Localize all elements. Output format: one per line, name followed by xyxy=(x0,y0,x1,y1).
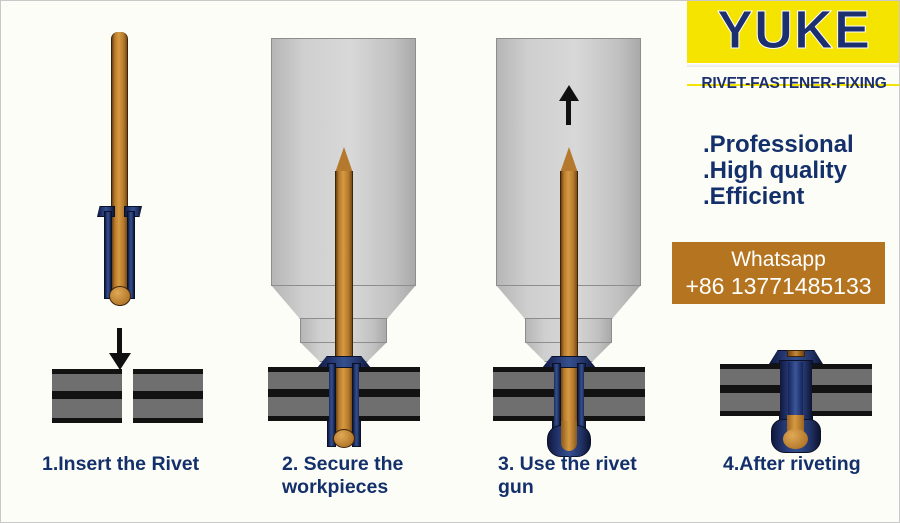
mandrel-tip-icon xyxy=(335,147,353,173)
workpiece-plate-right-lower xyxy=(812,388,872,416)
workpiece-plate-left-upper xyxy=(52,369,122,396)
mandrel-bulb xyxy=(333,429,355,448)
step-2-caption: 2. Secure the workpieces xyxy=(282,453,404,498)
workpiece-plate-left-upper xyxy=(268,367,329,394)
arrow-down-icon-head xyxy=(109,353,131,370)
workpiece-plate-left-lower xyxy=(493,392,554,421)
whatsapp-number: +86 13771485133 xyxy=(685,273,872,299)
rivet-body-left-wall xyxy=(104,211,112,299)
whatsapp-contact-box[interactable]: Whatsapp +86 13771485133 xyxy=(672,242,885,304)
rivet-mandrel-shaft xyxy=(335,171,353,438)
rivet-body-right-wall xyxy=(127,211,135,299)
mandrel-stub-top xyxy=(787,350,805,357)
step-3-illustration xyxy=(466,1,696,457)
step-1-illustration xyxy=(1,1,241,441)
step-1-caption: 1.Insert the Rivet xyxy=(42,453,200,475)
arrow-up-icon-head xyxy=(559,85,579,101)
logo-yellow-band xyxy=(687,1,899,63)
workpiece-plate-right-lower xyxy=(584,392,645,421)
workpiece-plate-right-lower xyxy=(359,392,420,421)
mandrel-inside-bulge xyxy=(561,421,577,451)
brand-wordmark: YUKE xyxy=(716,0,872,60)
rivet-mandrel-shaft xyxy=(560,171,578,439)
step-3-caption: 3. Use the rivet gun xyxy=(498,453,637,498)
selling-point-efficient: .Efficient xyxy=(703,183,805,210)
workpiece-plate-left-upper xyxy=(493,367,554,394)
mandrel-bulb xyxy=(109,286,131,306)
logo-underline-divider xyxy=(687,63,899,67)
workpiece-plate-right-upper xyxy=(812,364,872,390)
set-rivet-bore xyxy=(788,362,803,422)
selling-point-professional: .Professional xyxy=(703,131,854,158)
brand-tagline: RIVET-FASTENER-FIXING xyxy=(701,75,887,92)
workpiece-plate-left-lower xyxy=(268,392,329,421)
workpiece-plate-right-lower xyxy=(133,394,203,423)
arrow-down-icon-shaft xyxy=(117,328,122,356)
step-4-illustration xyxy=(691,1,899,453)
workpiece-plate-right-upper xyxy=(133,369,203,396)
workpiece-plate-left-lower xyxy=(720,388,780,416)
workpiece-plate-left-lower xyxy=(52,394,122,423)
rivet-mandrel-shaft xyxy=(111,32,128,294)
workpiece-plate-right-upper xyxy=(359,367,420,394)
step-2-illustration xyxy=(241,1,471,448)
selling-point-high-quality: .High quality xyxy=(703,157,847,184)
mandrel-tip-icon xyxy=(560,147,578,173)
retained-mandrel-bulb xyxy=(783,429,808,449)
arrow-up-icon-shaft xyxy=(566,100,571,125)
whatsapp-label: Whatsapp xyxy=(731,248,826,271)
workpiece-plate-left-upper xyxy=(720,364,780,390)
selling-points-list: .Professional .High quality .Efficient xyxy=(703,131,899,210)
logo-tagline-rule xyxy=(687,84,899,86)
workpiece-plate-right-upper xyxy=(584,367,645,394)
step-4-caption: 4.After riveting xyxy=(723,453,861,475)
